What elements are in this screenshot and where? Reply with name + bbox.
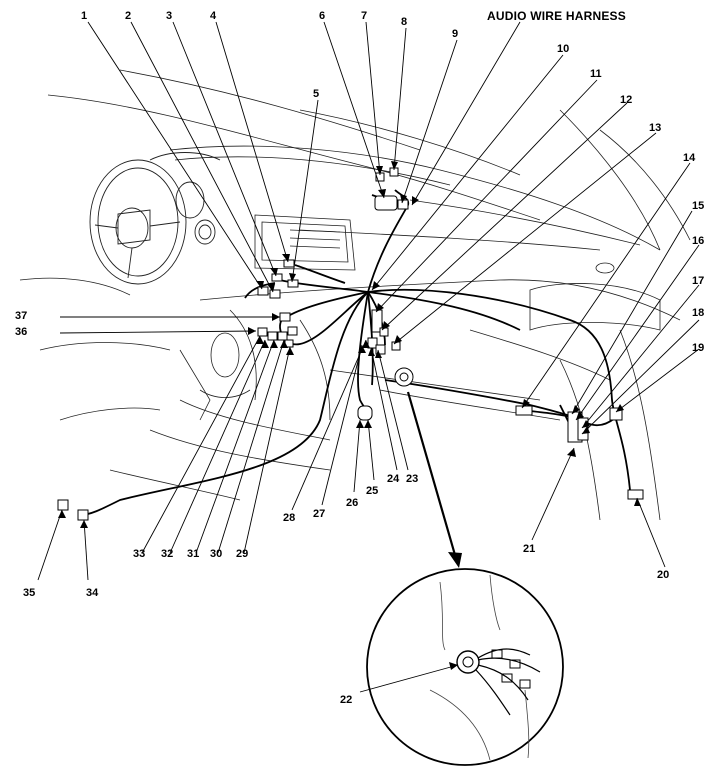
callout-14: 14: [683, 152, 696, 164]
callout-11: 11: [590, 68, 602, 80]
callout-16: 16: [692, 235, 705, 247]
callout-18: 18: [692, 307, 705, 319]
callout-29: 29: [236, 548, 249, 560]
callout-4: 4: [210, 10, 217, 22]
callout-26: 26: [346, 497, 359, 509]
callout-10: 10: [557, 43, 570, 55]
callout-32: 32: [161, 548, 174, 560]
callout-20: 20: [657, 569, 670, 581]
callout-24: 24: [387, 473, 400, 485]
callout-33: 33: [133, 548, 146, 560]
callout-15: 15: [692, 200, 705, 212]
callout-28: 28: [283, 512, 296, 524]
steering-wheel: [89, 152, 221, 285]
callout-30: 30: [210, 548, 223, 560]
audio-wire-harness: [79, 189, 631, 516]
leader-arrowheads: [58, 161, 641, 670]
callout-23: 23: [406, 473, 419, 485]
callout-22: 22: [340, 694, 353, 706]
callout-25: 25: [366, 485, 379, 497]
callout-9: 9: [452, 28, 459, 40]
callout-34: 34: [86, 587, 99, 599]
detail-arrow: [406, 391, 462, 568]
callout-36: 36: [15, 326, 28, 338]
callout-5: 5: [313, 88, 320, 100]
callout-3: 3: [166, 10, 173, 22]
callout-12: 12: [620, 94, 633, 106]
connectors: [57, 167, 644, 521]
leader-lines: [37, 21, 700, 693]
callout-2: 2: [125, 10, 132, 22]
callout-7: 7: [361, 10, 368, 22]
callout-37: 37: [15, 310, 28, 322]
callout-8: 8: [401, 16, 408, 28]
callout-19: 19: [692, 342, 705, 354]
callout-27: 27: [313, 508, 326, 520]
callout-6: 6: [319, 10, 326, 22]
callout-13: 13: [649, 122, 662, 134]
callout-17: 17: [692, 275, 705, 287]
callout-35: 35: [23, 587, 36, 599]
harness-title: AUDIO WIRE HARNESS: [487, 9, 626, 23]
detail-circle: [366, 568, 564, 766]
callout-31: 31: [187, 548, 200, 560]
callout-1: 1: [81, 10, 88, 22]
callout-21: 21: [523, 543, 536, 555]
